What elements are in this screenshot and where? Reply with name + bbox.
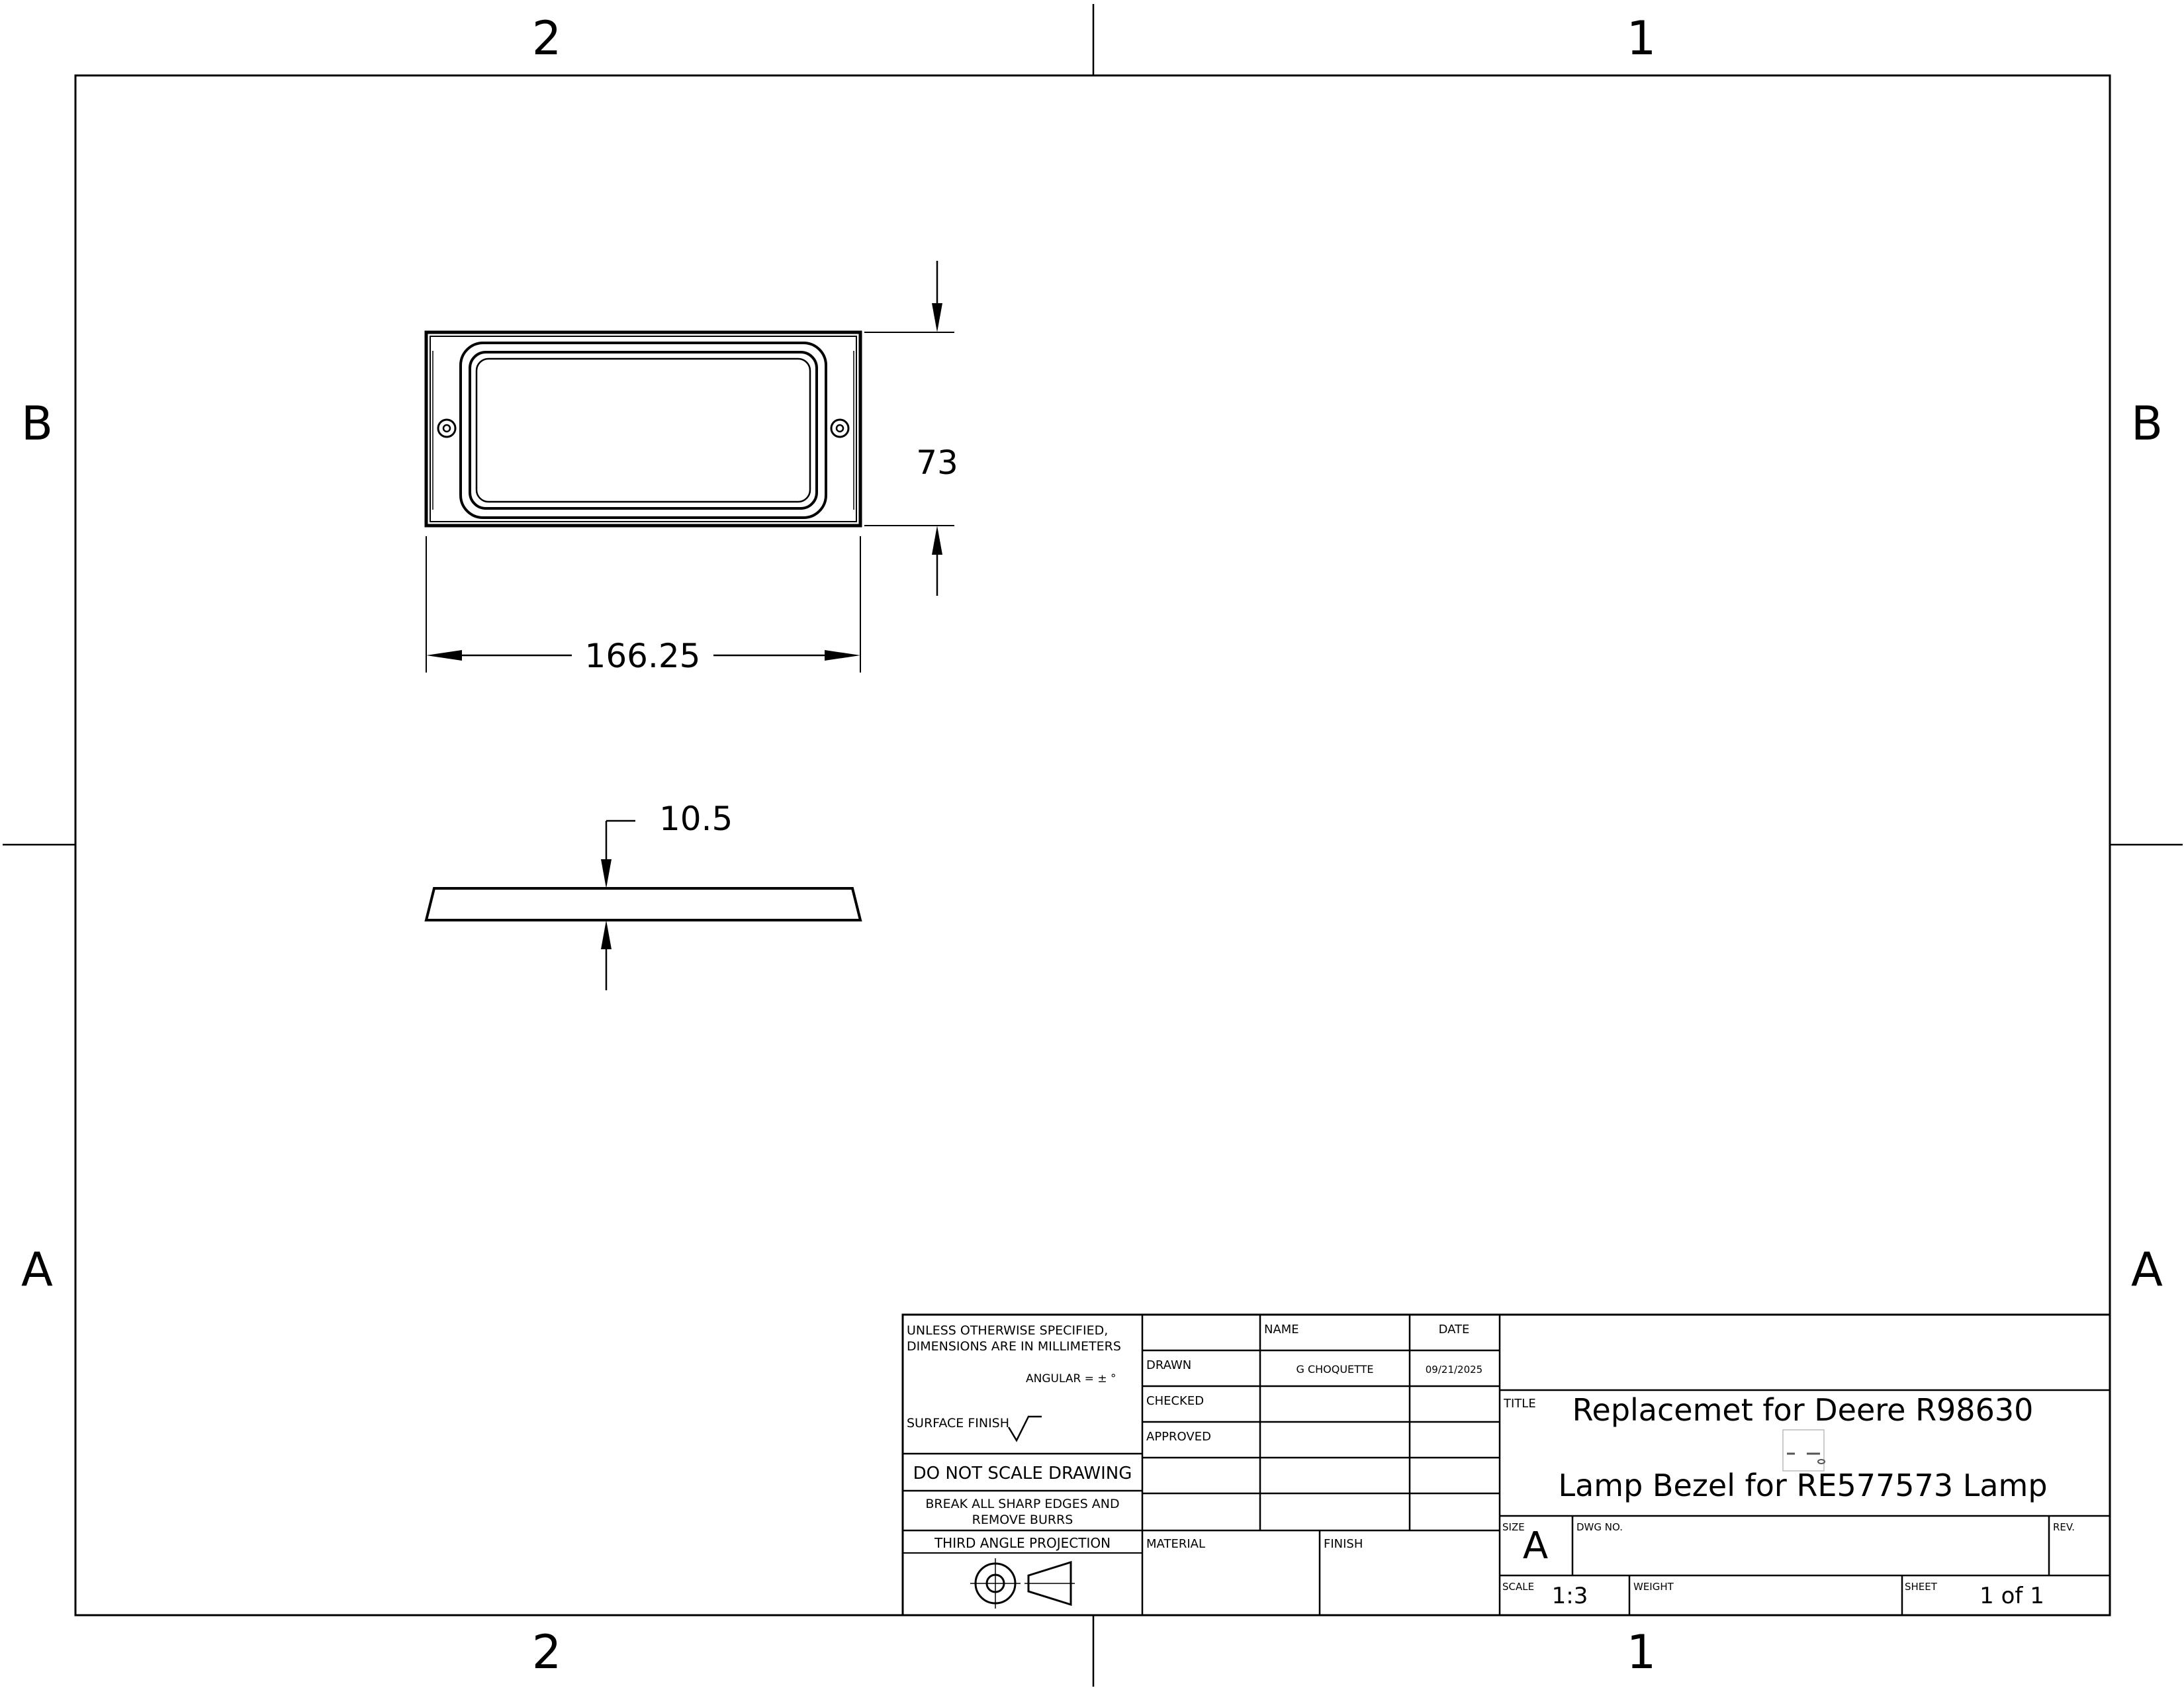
- surface-finish-label: SURFACE FINISH: [907, 1416, 1009, 1430]
- thickness-dimension: 10.5: [601, 800, 733, 990]
- front-view: 73 166.25: [424, 261, 958, 675]
- projection-label: THIRD ANGLE PROJECTION: [934, 1535, 1111, 1551]
- width-dimension: 166.25: [426, 536, 861, 675]
- angular-tolerance: ANGULAR = ± °: [1026, 1372, 1116, 1385]
- zone-bottom-1: 1: [1627, 1625, 1657, 1679]
- height-dimension: 73: [864, 261, 958, 596]
- sheet-label: SHEET: [1905, 1581, 1938, 1593]
- side-view: 10.5: [424, 800, 862, 990]
- title-block: UNLESS OTHERWISE SPECIFIED, DIMENSIONS A…: [901, 1313, 2111, 1617]
- approved-label: APPROVED: [1146, 1430, 1211, 1444]
- title-line-2: Lamp Bezel for RE577573 Lamp: [1558, 1468, 2047, 1503]
- bezel-outline: [424, 330, 862, 528]
- sheet-value: 1 of 1: [1979, 1583, 2044, 1609]
- size-label: SIZE: [1502, 1521, 1525, 1533]
- title-line-1: Replacemet for Deere R98630: [1572, 1392, 2034, 1428]
- zone-bottom-2: 2: [532, 1625, 562, 1679]
- checked-label: CHECKED: [1146, 1394, 1204, 1408]
- drawn-name: G CHOQUETTE: [1296, 1363, 1373, 1376]
- zone-right-A: A: [2131, 1243, 2163, 1297]
- dwg-no-label: DWG NO.: [1576, 1521, 1623, 1533]
- missing-glyph-placeholder: [1782, 1429, 1825, 1472]
- surface-finish-symbol: [1007, 1415, 1042, 1442]
- drawn-label: DRAWN: [1146, 1358, 1191, 1372]
- zone-top-2: 2: [532, 11, 562, 66]
- mounting-hole-right: [830, 418, 850, 438]
- zone-labels: 2 1 2 1 B A B A: [21, 11, 2163, 1679]
- bezel-opening: [469, 351, 818, 510]
- name-header: NAME: [1264, 1323, 1299, 1336]
- weight-label: WEIGHT: [1633, 1581, 1674, 1593]
- bezel-profile: [424, 887, 862, 921]
- title-label: TITLE: [1503, 1397, 1536, 1411]
- notes-line-1: UNLESS OTHERWISE SPECIFIED,: [907, 1323, 1108, 1338]
- break-edges-line-1: BREAK ALL SHARP EDGES AND: [925, 1497, 1119, 1511]
- bezel-outline-inner: [430, 336, 857, 522]
- rev-label: REV.: [2053, 1521, 2075, 1533]
- date-header: DATE: [1439, 1323, 1470, 1336]
- finish-label: FINISH: [1324, 1537, 1363, 1551]
- material-label: MATERIAL: [1146, 1537, 1205, 1551]
- zone-right-B: B: [2131, 397, 2163, 451]
- sheet-frame: [3, 4, 2183, 1687]
- do-not-scale-note: DO NOT SCALE DRAWING: [913, 1464, 1132, 1483]
- third-angle-projection-symbol: [970, 1558, 1075, 1609]
- width-dimension-value: 166.25: [585, 637, 701, 675]
- break-edges-line-2: REMOVE BURRS: [972, 1513, 1073, 1527]
- height-dimension-value: 73: [916, 444, 958, 482]
- zone-left-B: B: [21, 397, 53, 451]
- zone-left-A: A: [21, 1243, 53, 1297]
- zone-top-1: 1: [1627, 11, 1657, 66]
- scale-value: 1:3: [1552, 1583, 1588, 1609]
- scale-label: SCALE: [1502, 1581, 1534, 1593]
- notes-line-2: DIMENSIONS ARE IN MILLIMETERS: [907, 1339, 1121, 1354]
- drawn-date: 09/21/2025: [1426, 1364, 1482, 1376]
- thickness-dimension-value: 10.5: [659, 800, 733, 838]
- mounting-hole-left: [437, 418, 457, 438]
- bezel-rim: [459, 342, 827, 519]
- size-value: A: [1523, 1524, 1548, 1568]
